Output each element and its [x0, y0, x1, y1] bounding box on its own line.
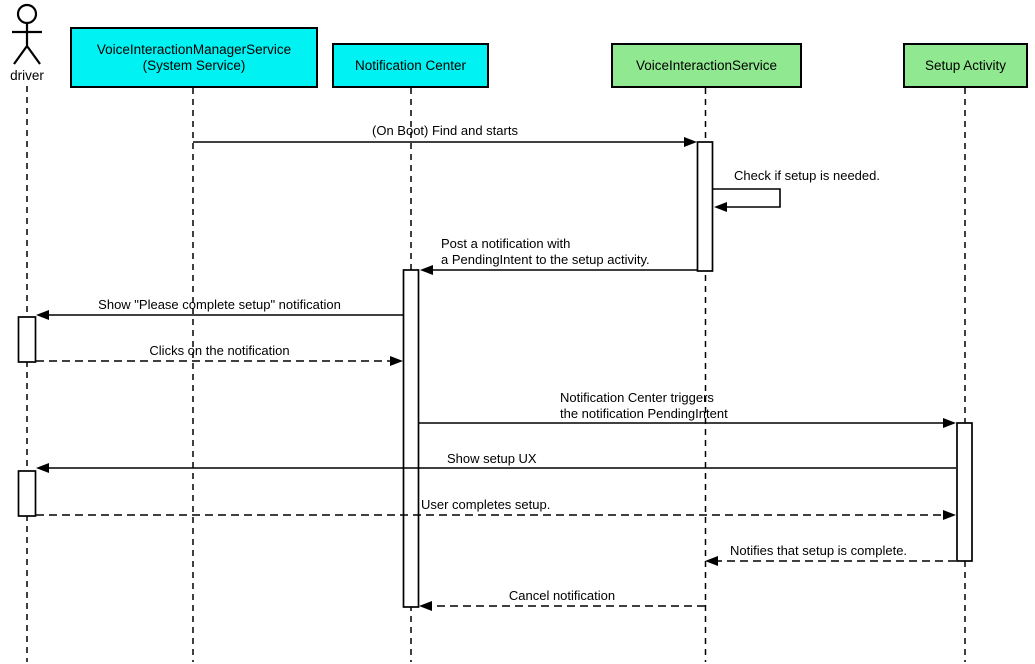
participant-label: Setup Activity — [924, 57, 1007, 73]
participant-setup-activity: Setup Activity — [903, 43, 1028, 88]
message-label-show-setup-notification: Show "Please complete setup" notificatio… — [98, 297, 341, 312]
message-arrow-on-boot-find-and-starts — [193, 137, 697, 147]
message-arrow-post-notification — [420, 265, 697, 275]
participant-label: VoiceInteractionManagerService (System S… — [96, 41, 292, 73]
participant-label: VoiceInteractionService — [635, 57, 778, 73]
message-label-triggers-pending-intent: Notification Center triggers the notific… — [560, 390, 728, 421]
message-label-notifies-setup-complete: Notifies that setup is complete. — [730, 543, 908, 558]
message-label-clicks-on-notification: Clicks on the notification — [149, 343, 290, 358]
message-label-show-setup-ux: Show setup UX — [447, 451, 537, 466]
actor-driver-label: driver — [10, 68, 44, 83]
message-arrow-triggers-pending-intent — [419, 418, 956, 428]
message-label-cancel-notification: Cancel notification — [508, 588, 616, 603]
participant-voice-interaction-service: VoiceInteractionService — [611, 43, 802, 88]
activation-notification-center — [402, 269, 420, 608]
message-arrow-show-setup-notification — [36, 310, 403, 320]
participant-notification-center: Notification Center — [332, 43, 489, 88]
participant-voice-interaction-manager-service: VoiceInteractionManagerService (System S… — [70, 27, 318, 88]
message-arrow-check-if-setup-needed — [713, 188, 781, 212]
message-arrow-user-completes-setup — [36, 510, 956, 520]
participant-label: Notification Center — [354, 57, 467, 73]
message-arrow-show-setup-ux — [36, 463, 956, 473]
message-label-on-boot-find-and-starts: (On Boot) Find and starts — [372, 123, 518, 138]
activation-setup-activity — [956, 422, 973, 562]
actor-driver-icon — [12, 3, 42, 65]
activation-driver-1 — [17, 316, 37, 363]
message-label-check-if-setup-needed: Check if setup is needed. — [734, 168, 880, 183]
activation-driver-2 — [17, 470, 37, 517]
message-arrow-cancel-notification — [419, 601, 705, 611]
message-label-user-completes-setup: User completes setup. — [421, 497, 551, 512]
message-arrow-notifies-setup-complete — [705, 556, 956, 566]
activation-voice-interaction-service — [696, 141, 714, 272]
message-label-post-notification: Post a notification with a PendingIntent… — [441, 236, 650, 267]
message-arrow-clicks-on-notification — [36, 356, 403, 366]
